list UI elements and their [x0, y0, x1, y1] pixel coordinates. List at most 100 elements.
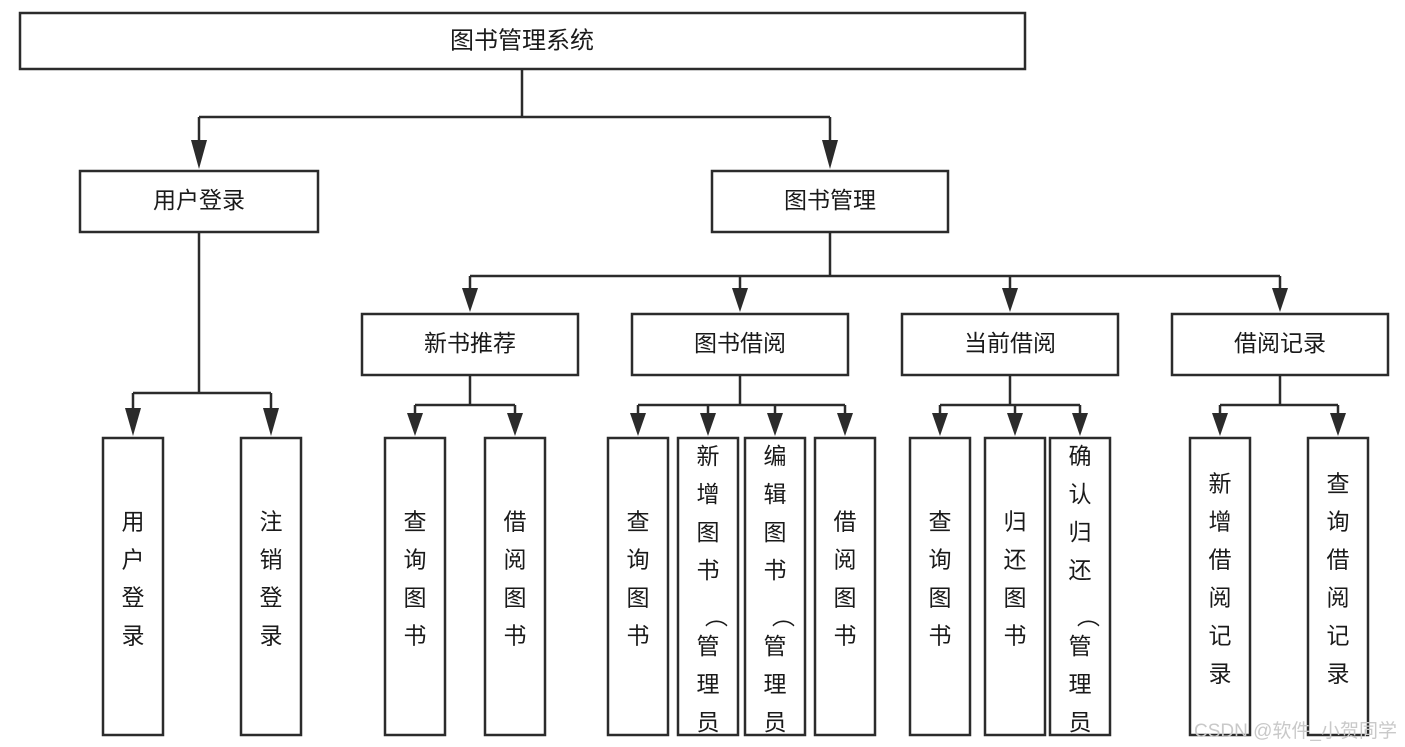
node-book-manage-label: 图书管理: [784, 187, 876, 213]
leaf-label-char: 询: [1327, 509, 1350, 535]
leaf-label-char: 书: [404, 623, 427, 649]
leaf-label-char: 书: [504, 623, 527, 649]
node-root-box[interactable]: [18, 11, 1027, 71]
node-book-borrow-box[interactable]: [630, 312, 850, 377]
leaf-label-char: 图: [404, 585, 427, 611]
leaf-label-char: 图: [504, 585, 527, 611]
arrow-head-icon: [1272, 288, 1288, 312]
arrow-head-icon: [732, 288, 748, 312]
arrow-head-icon: [1002, 288, 1018, 312]
leaf-box-rec-add[interactable]: [1188, 436, 1252, 737]
leaf-box-user-login[interactable]: [101, 436, 165, 737]
node-root-label: 图书管理系统: [450, 27, 594, 54]
leaf-label-char: 录: [260, 623, 283, 649]
node-borrow-record-label: 借阅记录: [1234, 330, 1326, 356]
leaf-box-borrow-do[interactable]: [813, 436, 877, 737]
node-root[interactable]: 图书管理系统: [18, 11, 1027, 71]
node-book-manage[interactable]: 图书管理: [710, 169, 950, 234]
leaf-label-char: 管: [1069, 633, 1092, 659]
leaf-box-cur-query[interactable]: [908, 436, 972, 737]
node-current-borrow[interactable]: 当前借阅: [900, 312, 1120, 377]
leaf-label-char: 图: [697, 519, 720, 545]
node-new-book-rec-box[interactable]: [360, 312, 580, 377]
node-book-borrow[interactable]: 图书借阅: [630, 312, 850, 377]
leaf-label-char: 阅: [504, 547, 527, 573]
leaf-box-borrow-add[interactable]: [676, 436, 740, 737]
leaf-label-char: 书: [764, 557, 787, 583]
leaf-label-char: 确: [1069, 443, 1092, 469]
leaf-label-char: 书: [929, 623, 952, 649]
leaf-label-char: 归: [1004, 509, 1027, 535]
leaf-box-rec-borrow[interactable]: [483, 436, 547, 737]
node-user-login-label: 用户登录: [153, 187, 245, 213]
arrow-head-icon: [932, 413, 948, 436]
leaf-label-char: 询: [627, 547, 650, 573]
node-user-login-box[interactable]: [78, 169, 320, 234]
leaf-label-char: 借: [1327, 547, 1350, 573]
arrow-head-icon: [822, 140, 838, 169]
leaf-label-char: 询: [404, 547, 427, 573]
node-user-login[interactable]: 用户登录: [78, 169, 320, 234]
leaf-label-char: 书: [627, 623, 650, 649]
leaf-box-user-logout[interactable]: [239, 436, 303, 737]
leaf-label-char: 新: [1209, 471, 1232, 497]
leaf-label-char: 用: [122, 509, 145, 535]
edge-layer: [125, 69, 1346, 436]
leaf-label-char: 记: [1209, 623, 1232, 649]
arrow-head-icon: [1007, 413, 1023, 436]
arrow-head-icon: [407, 413, 423, 436]
leaf-label-char: 查: [929, 509, 952, 535]
node-borrow-record-box[interactable]: [1170, 312, 1390, 377]
node-current-borrow-label: 当前借阅: [964, 330, 1056, 356]
leaf-label-char: 增: [1209, 509, 1232, 535]
leaf-label-char: 登: [260, 585, 283, 611]
arrow-head-icon: [837, 413, 853, 436]
leaf-label-char: 理: [764, 671, 787, 697]
leaf-label-char: 图: [929, 585, 952, 611]
leaf-label-char: 阅: [1327, 585, 1350, 611]
leaf-label-char: 阅: [834, 547, 857, 573]
leaf-label-char: 查: [404, 509, 427, 535]
arrow-head-icon: [191, 140, 207, 169]
leaf-label-char: 查: [627, 509, 650, 535]
leaf-label-char: 员: [764, 709, 787, 735]
leaf-label-char: 录: [1327, 661, 1350, 687]
node-current-borrow-box[interactable]: [900, 312, 1120, 377]
leaf-box-rec-query[interactable]: [383, 436, 447, 737]
arrow-head-icon: [767, 413, 783, 436]
leaf-label-layer: 用户登录注销登录查询图书借阅图书查询图书新增图书（管理员）编辑图书（管理员）借阅…: [122, 443, 1350, 735]
leaf-label-char: 新: [697, 443, 720, 469]
leaf-label-leaf-user-login: 用户登录: [122, 509, 145, 649]
leaf-label-char: 理: [697, 671, 720, 697]
node-book-borrow-label: 图书借阅: [694, 330, 786, 356]
leaf-label-char: 录: [1209, 661, 1232, 687]
leaf-label-char: 书: [834, 623, 857, 649]
leaf-box-cur-return[interactable]: [983, 436, 1047, 737]
node-borrow-record[interactable]: 借阅记录: [1170, 312, 1390, 377]
leaf-label-char: 还: [1069, 557, 1092, 583]
leaf-box-cur-confirm[interactable]: [1048, 436, 1112, 737]
leaf-label-char: （: [1075, 605, 1101, 628]
node-book-manage-box[interactable]: [710, 169, 950, 234]
leaf-label-char: 户: [122, 547, 145, 573]
leaf-box-borrow-edit[interactable]: [743, 436, 807, 737]
node-new-book-rec[interactable]: 新书推荐: [360, 312, 580, 377]
leaf-label-char: 查: [1327, 471, 1350, 497]
leaf-label-char: 员: [1069, 709, 1092, 735]
leaf-box-borrow-query[interactable]: [606, 436, 670, 737]
leaf-label-char: 辑: [764, 481, 787, 507]
arrow-head-icon: [263, 408, 279, 436]
leaf-label-char: 书: [697, 557, 720, 583]
leaf-box-rec-search[interactable]: [1306, 436, 1370, 737]
leaf-label-char: 图: [627, 585, 650, 611]
leaf-box-layer: [101, 436, 1370, 737]
leaf-label-char: 录: [122, 623, 145, 649]
